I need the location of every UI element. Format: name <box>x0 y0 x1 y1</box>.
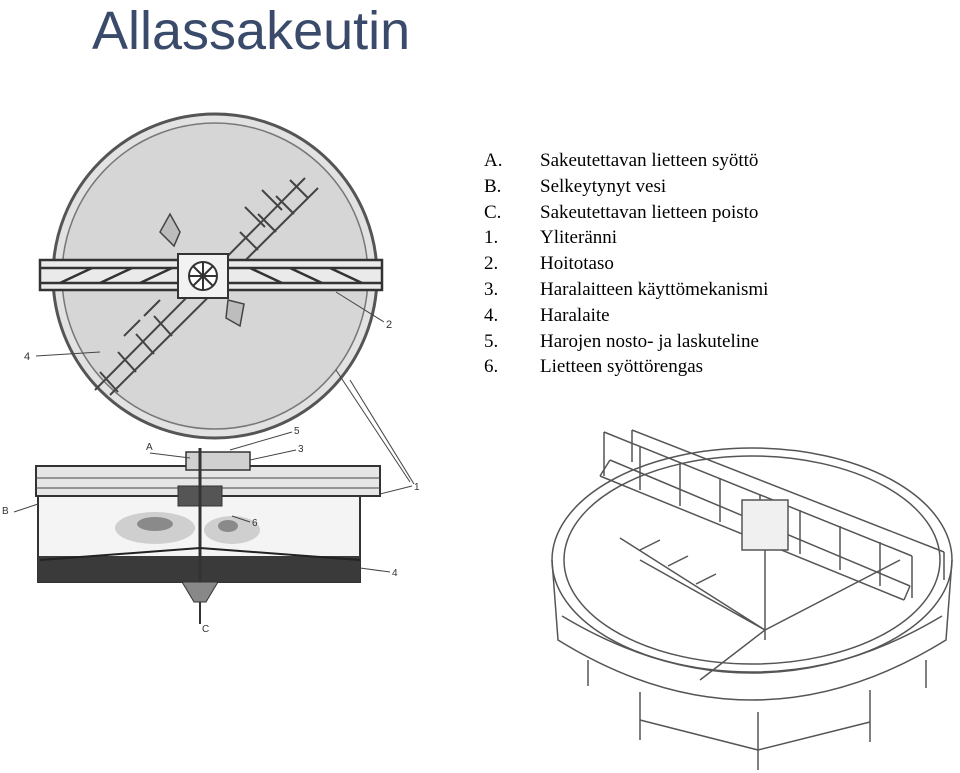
sludge-cloud-core <box>137 517 173 531</box>
leader-line <box>231 515 251 523</box>
section-drive <box>185 451 251 471</box>
isometric-view <box>551 429 953 770</box>
iso-wall-bottom <box>561 615 943 674</box>
iso-railing <box>631 429 945 580</box>
callout-label: 5 <box>294 426 300 437</box>
legend-item: C. Sakeutettavan lietteen poisto <box>484 200 768 226</box>
callout-label: 1 <box>414 482 420 493</box>
rake-arms-section <box>39 546 361 561</box>
leader-line <box>379 485 413 495</box>
lift-frame-mark <box>225 299 245 328</box>
iso-brace <box>757 721 871 751</box>
legend-item: 1. Yliteränni <box>484 225 768 251</box>
page-title: Allassakeutin <box>92 1 411 61</box>
legend-item: A. Sakeutettavan lietteen syöttö <box>484 148 768 174</box>
leader-line <box>249 449 297 461</box>
iso-brace <box>639 719 759 751</box>
iso-rake-tooth <box>667 555 689 567</box>
callout-label: C <box>202 624 209 635</box>
iso-drive <box>741 499 789 551</box>
legend-key: B. <box>484 175 502 197</box>
legend-key: 3. <box>484 278 499 300</box>
iso-rim-inner <box>563 455 941 665</box>
legend-text: Haralaitteen käyttömekanismi <box>540 278 769 300</box>
sludge-cloud-core <box>218 520 238 532</box>
legend-key: 5. <box>484 330 499 352</box>
leader-line <box>35 351 101 357</box>
callout-label: A <box>146 442 153 453</box>
legend-text: Yliteränni <box>540 227 618 249</box>
legend-list: A. Sakeutettavan lietteen syöttö B. Selkey… <box>484 148 768 380</box>
legend-text: Lietteen syöttörengas <box>540 356 704 378</box>
legend-text: Sakeutettavan lietteen poisto <box>540 201 759 223</box>
section-cone <box>38 556 360 582</box>
callout-label: 4 <box>392 568 398 579</box>
leader-line <box>13 503 39 513</box>
legend-item: 5. Harojen nosto- ja laskuteline <box>484 329 768 355</box>
drive-hub <box>177 253 229 299</box>
leader-line <box>229 431 293 451</box>
discharge-cone <box>181 581 219 603</box>
leader-line <box>149 452 191 459</box>
legend-key: 6. <box>484 356 499 378</box>
tank-plan <box>35 112 415 485</box>
legend-key: 2. <box>484 253 499 275</box>
callout-label: 6 <box>252 518 258 529</box>
legend-text: Sakeutettavan lietteen syöttö <box>540 150 759 171</box>
callout-label: 3 <box>298 444 304 455</box>
leader-line <box>335 291 385 323</box>
iso-rake <box>619 537 901 681</box>
legend-text: Hoitotaso <box>540 253 614 275</box>
callout-label: B <box>2 506 9 517</box>
legend-text: Selkeytynyt vesi <box>540 175 667 197</box>
legend-item: 6. Lietteen syöttörengas <box>484 354 768 380</box>
legend-key: 1. <box>484 227 499 249</box>
leader-line <box>359 567 391 573</box>
legend-text: Haralaite <box>540 304 610 326</box>
leader-line <box>349 379 415 485</box>
legend-key: C. <box>484 201 502 223</box>
lift-frame-mark <box>159 212 181 248</box>
legend-item: B. Selkeytynyt vesi <box>484 174 768 200</box>
legend-item: 4. Haralaite <box>484 303 768 329</box>
legend-text: Harojen nosto- ja laskuteline <box>540 330 759 352</box>
iso-wall <box>551 559 953 701</box>
legend-item: 2. Hoitotaso <box>484 251 768 277</box>
legend-key: 4. <box>484 304 499 326</box>
legend-key: A. <box>484 150 503 171</box>
iso-rake-tooth <box>695 573 717 585</box>
leader-line <box>335 369 411 483</box>
section-view <box>13 431 413 624</box>
callout-label: 4 <box>24 351 30 363</box>
callout-label: 2 <box>386 319 392 331</box>
iso-rake-tooth <box>639 539 661 551</box>
legend-item: 3. Haralaitteen käyttömekanismi <box>484 277 768 303</box>
